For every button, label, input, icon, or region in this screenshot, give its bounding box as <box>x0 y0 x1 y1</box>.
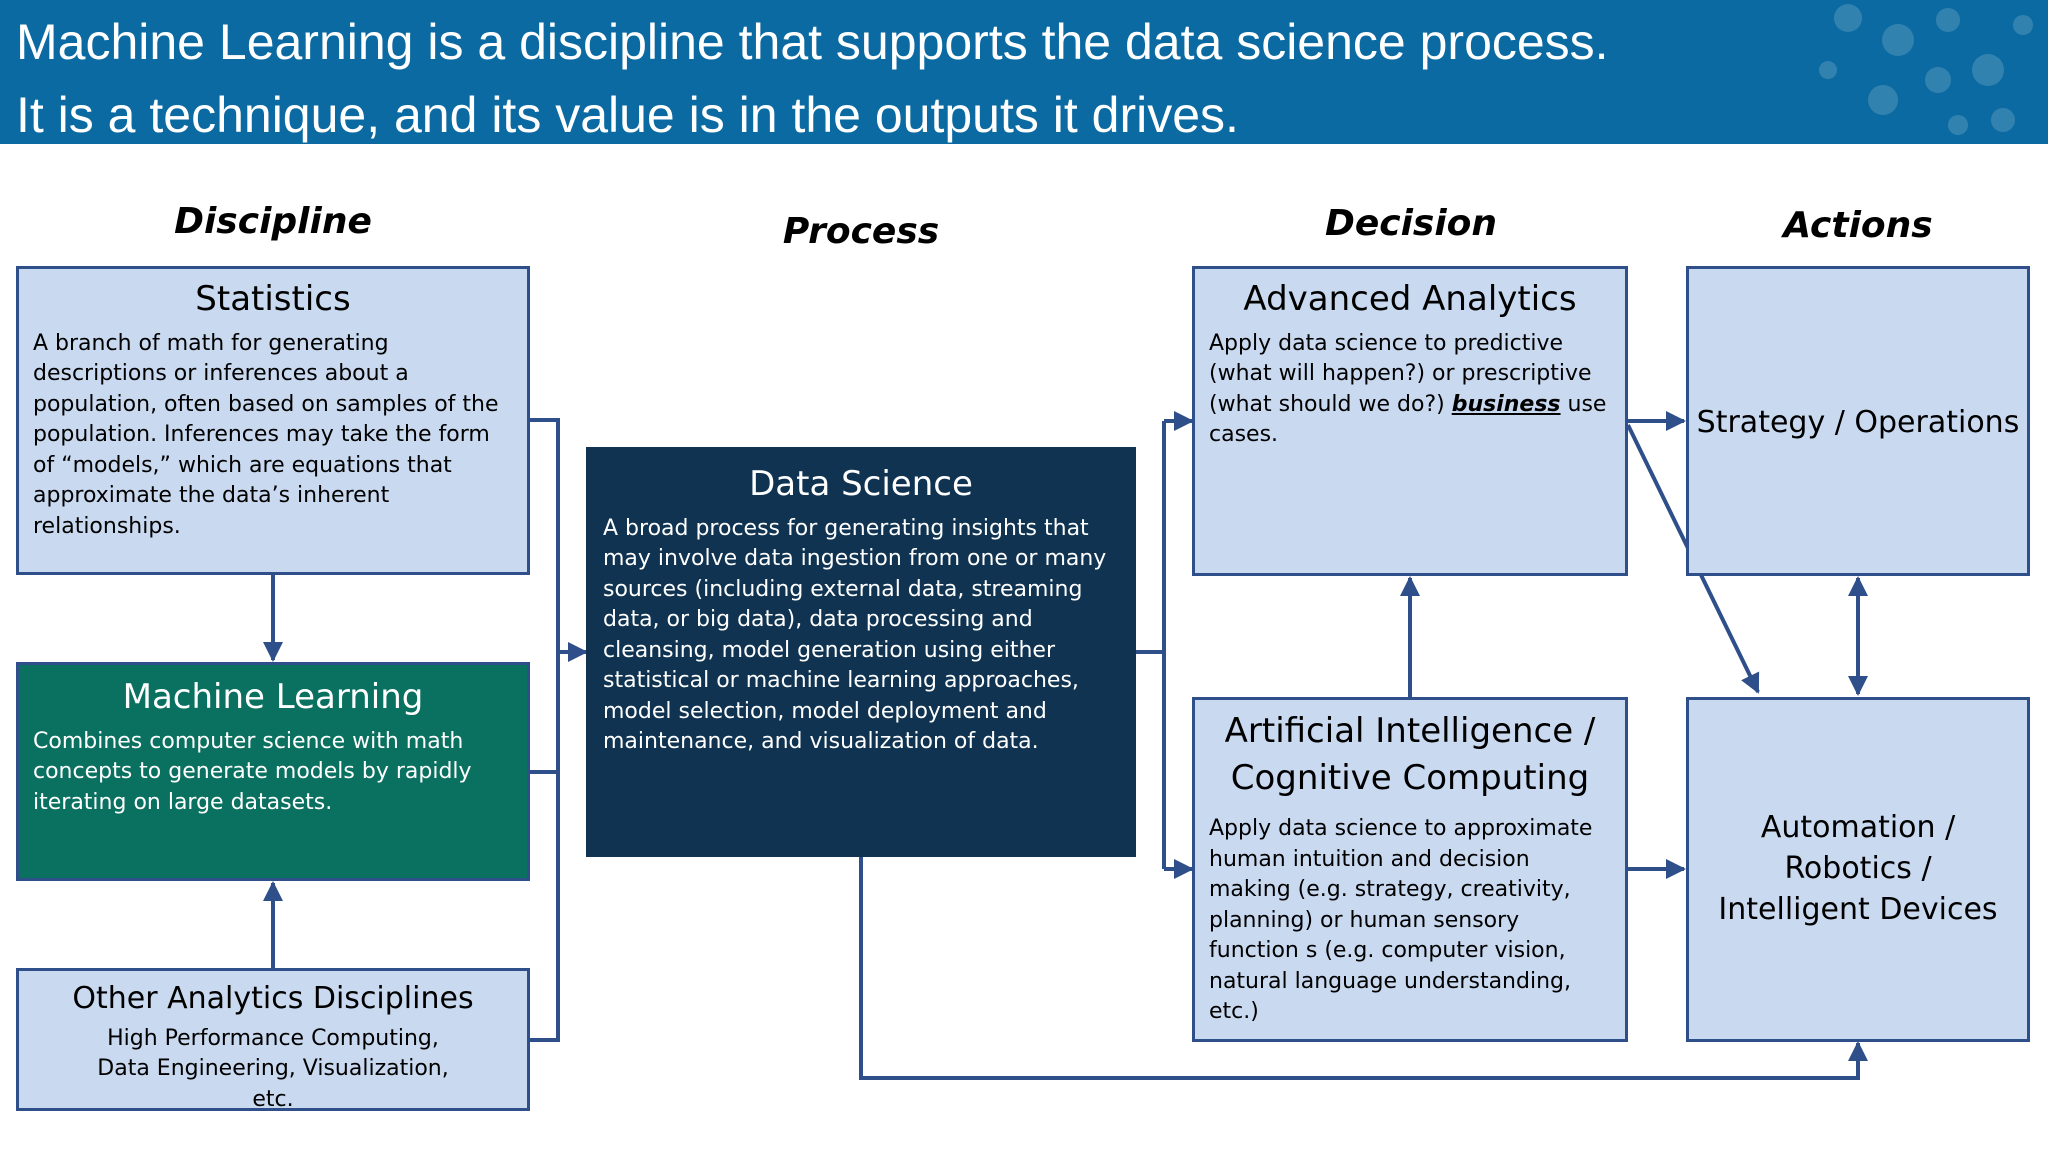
arrow-data-science-to-automation <box>859 857 1868 1080</box>
other-disciplines-box: Other Analytics Disciplines High Perform… <box>16 968 530 1112</box>
data-science-title: Data Science <box>749 464 973 504</box>
ai-title-line-2: Cognitive Computing <box>1230 758 1590 798</box>
title-banner: Machine Learning is a discipline that su… <box>0 0 2048 144</box>
ai-cognitive-description: Apply data science to approximate human … <box>1209 816 1593 1024</box>
automation-robotics-box: Automation / Robotics / Intelligent Devi… <box>1686 697 2030 1042</box>
advanced-analytics-description: Apply data science to predictive (what w… <box>1195 329 1625 451</box>
bracket-disciplines <box>530 418 560 1042</box>
automation-line-3: Intelligent Devices <box>1718 892 1998 927</box>
machine-learning-description: Combines computer science with math conc… <box>33 728 472 815</box>
strategy-operations-box: Strategy / Operations <box>1686 266 2030 576</box>
machine-learning-box: Machine Learning Combines computer scien… <box>16 662 530 881</box>
automation-robotics-label: Automation / Robotics / Intelligent Devi… <box>1689 807 2027 930</box>
banner-line-2: It is a technique, and its value is in t… <box>16 87 1239 143</box>
heading-discipline: Discipline <box>174 201 372 242</box>
statistics-box: Statistics A branch of math for generati… <box>16 266 530 575</box>
ai-title-line-1: Artificial Intelligence / <box>1224 711 1596 751</box>
statistics-title: Statistics <box>195 279 351 319</box>
advanced-analytics-title: Advanced Analytics <box>1243 279 1577 319</box>
automation-line-2: Robotics / <box>1784 851 1932 886</box>
statistics-description: A branch of math for generating descript… <box>33 330 499 539</box>
heading-decision: Decision <box>1324 203 1498 244</box>
machine-learning-title: Machine Learning <box>122 677 424 717</box>
data-science-description: A broad process for generating insights … <box>603 515 1107 755</box>
automation-line-1: Automation / <box>1760 810 1956 845</box>
banner-line-1: Machine Learning is a discipline that su… <box>16 14 1609 70</box>
data-science-box: Data Science A broad process for generat… <box>586 447 1136 857</box>
heading-process: Process <box>782 211 940 252</box>
heading-actions: Actions <box>1783 205 1933 246</box>
advanced-analytics-text-end: use cases. <box>1209 391 1607 448</box>
advanced-analytics-box: Advanced Analytics Apply data science to… <box>1192 266 1628 576</box>
advanced-analytics-text-start: Apply data science to predictive (what w… <box>1209 330 1592 417</box>
decorative-dots <box>1819 4 2033 135</box>
ai-cognitive-box: Artificial Intelligence / Cognitive Comp… <box>1192 697 1628 1042</box>
strategy-operations-label: Strategy / Operations <box>1696 405 2020 440</box>
other-disciplines-description: High Performance Computing, Data Enginee… <box>97 1025 449 1112</box>
ai-cognitive-title: Artificial Intelligence / Cognitive Comp… <box>1195 708 1625 802</box>
other-disciplines-title: Other Analytics Disciplines <box>72 981 474 1016</box>
bracket-data-science-to-decisions <box>1136 421 1166 869</box>
business-emphasis: business <box>1451 391 1561 417</box>
